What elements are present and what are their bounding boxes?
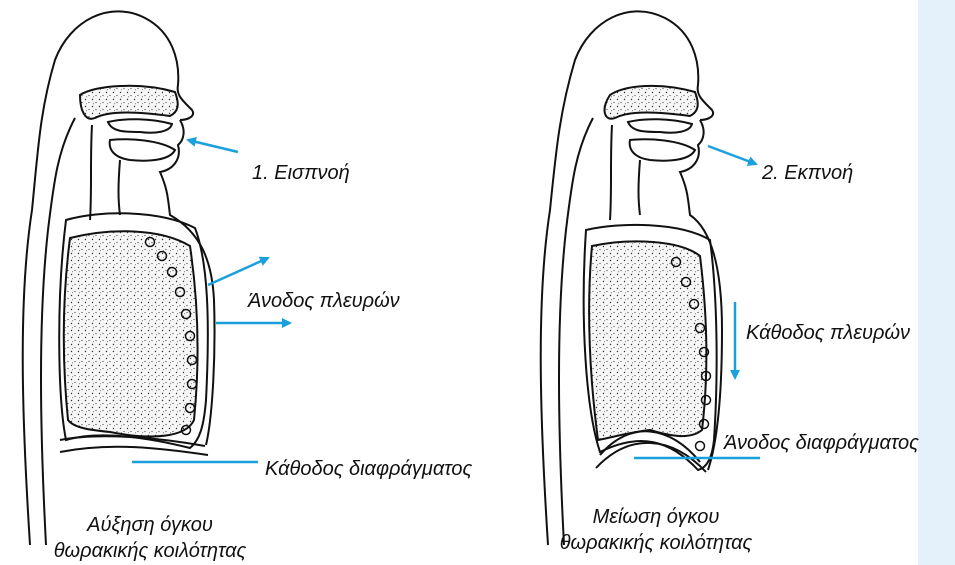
caption-line-2: θωρακικής κοιλότητας — [10, 538, 290, 564]
diaphragm-rise-label: Άνοδος διαφράγματος — [724, 432, 919, 454]
exhale-arrow — [708, 146, 756, 164]
caption-line-2: θωρακικής κοιλότητας — [516, 530, 796, 556]
caption-line-1: Αύξηση όγκου — [10, 512, 290, 538]
inhalation-step-label: 1. Εισπνοή — [252, 162, 350, 184]
exhalation-caption: Μείωση όγκου θωρακικής κοιλότητας — [516, 504, 796, 556]
diaphragm — [60, 436, 205, 446]
nasal-cavity — [605, 86, 698, 119]
inhale-arrow — [188, 140, 238, 152]
caption-line-1: Μείωση όγκου — [516, 504, 796, 530]
nasal-cavity — [80, 86, 178, 119]
lung — [589, 241, 706, 440]
rib-rise-label: Άνοδος πλευρών — [248, 290, 400, 312]
inhalation-figure — [23, 11, 215, 545]
inhalation-caption: Αύξηση όγκου θωρακικής κοιλότητας — [10, 512, 290, 564]
diaphragm-descent-label: Κάθοδος διαφράγματος — [265, 458, 472, 480]
exhalation-figure — [541, 11, 722, 545]
rib-rise-arrow-upper — [208, 258, 268, 285]
exhalation-step-label: 2. Εκπνοή — [762, 162, 853, 184]
rib-fall-label: Κάθοδος πλευρών — [746, 322, 910, 344]
lung — [64, 231, 198, 436]
